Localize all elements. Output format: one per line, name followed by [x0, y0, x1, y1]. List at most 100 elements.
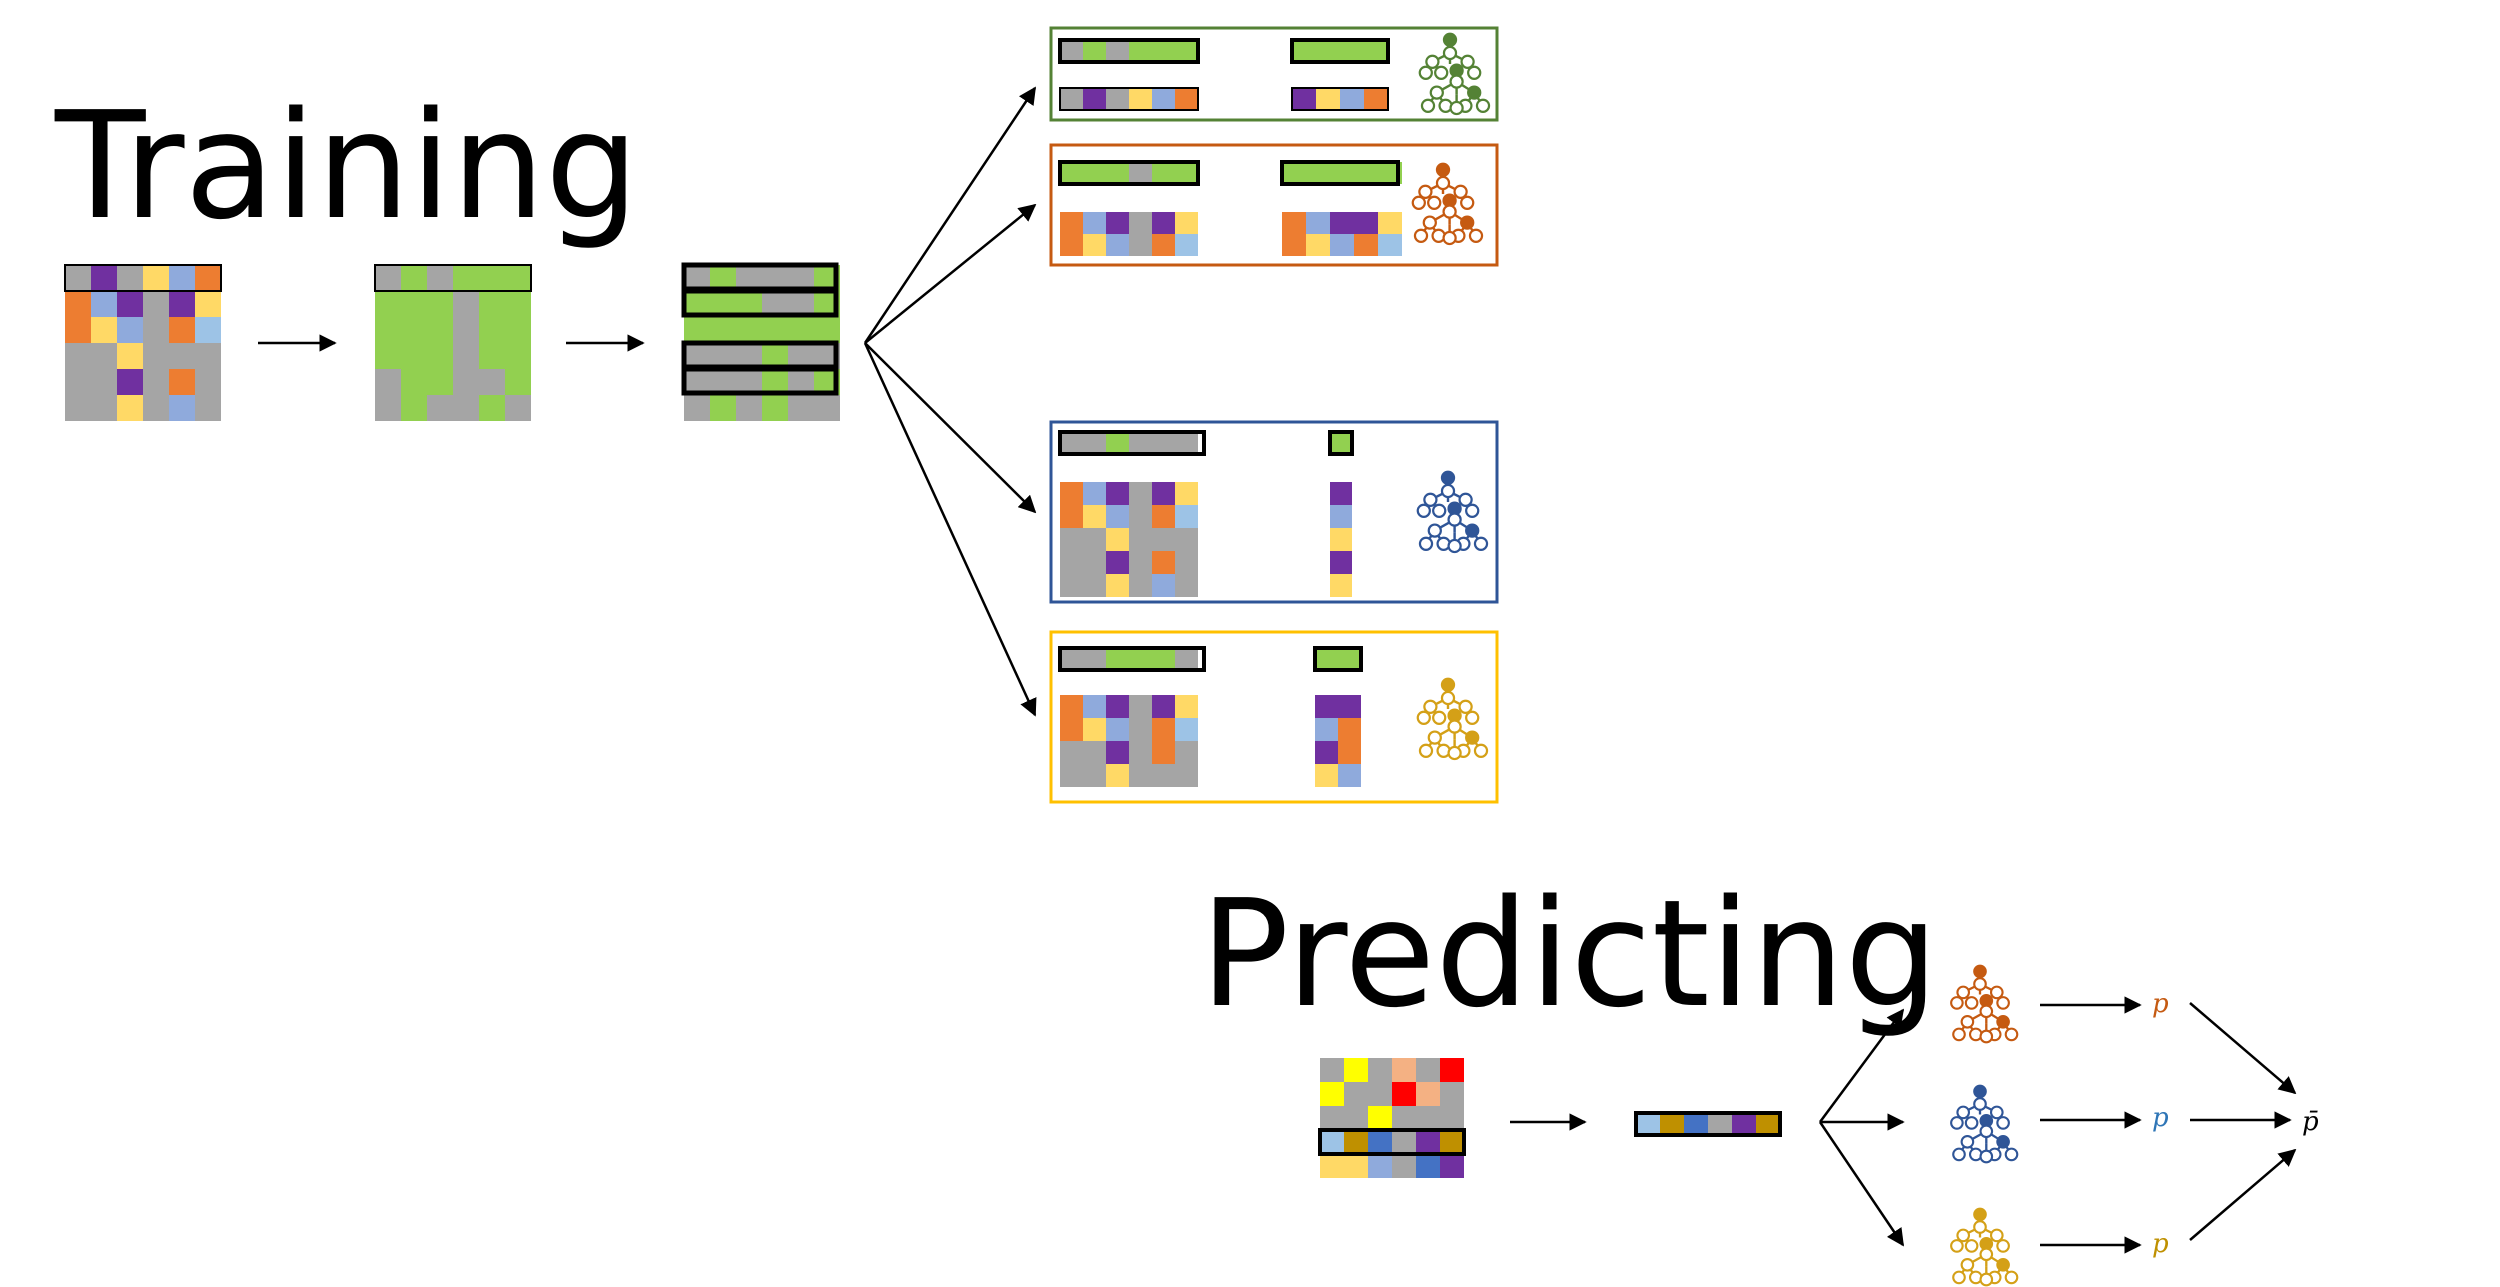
grid-cell	[1083, 528, 1106, 551]
grid-cell	[1060, 234, 1083, 256]
grid-cell	[762, 395, 788, 421]
grid-cell	[1368, 1106, 1392, 1130]
grid-cell	[1129, 695, 1152, 718]
grid-cell	[1636, 1113, 1660, 1135]
grid-cell	[1152, 162, 1175, 184]
grid-cell	[1292, 88, 1316, 110]
tree-node	[1425, 54, 1440, 69]
grid-cell	[1330, 551, 1352, 574]
grid-cell	[684, 317, 710, 343]
tree-node	[1973, 1084, 1987, 1099]
grid-cell	[788, 395, 814, 421]
grid-cell	[505, 369, 531, 395]
grid-cell	[1152, 695, 1175, 718]
tree-node	[1440, 677, 1456, 692]
subset-box-amber	[1049, 630, 1499, 804]
grid-cell	[1344, 1082, 1368, 1106]
grid-cell	[1129, 432, 1152, 454]
arrow-icon	[864, 203, 1037, 344]
grid-cell	[1060, 162, 1083, 184]
tree-icon	[1950, 1207, 2019, 1287]
grid-cell	[1330, 234, 1354, 256]
grid-cell	[1060, 528, 1083, 551]
arrow-icon	[863, 86, 1037, 344]
bootstrap-mask	[375, 265, 531, 421]
grid-cell	[1106, 162, 1129, 184]
target-frame	[1058, 646, 1206, 672]
tree-node	[1996, 1134, 2010, 1149]
grid-cell	[1083, 212, 1106, 234]
subset-features	[1060, 695, 1198, 787]
grid-cell	[1129, 212, 1152, 234]
grid-cell	[401, 291, 427, 317]
grid-cell	[65, 265, 91, 291]
grid-cell	[1320, 1058, 1344, 1082]
grid-cell	[1175, 574, 1198, 597]
tree-node	[1973, 1097, 1987, 1111]
grid-cell	[453, 291, 479, 317]
grid-cell	[1060, 574, 1083, 597]
sample-frame	[681, 366, 839, 396]
arrow-icon	[864, 342, 1037, 514]
grid-cell	[1340, 40, 1364, 62]
grid-cell	[1106, 234, 1129, 256]
grid-cell	[1315, 718, 1338, 741]
predicting-title: Predicting	[1200, 868, 1939, 1040]
tree-node	[1435, 162, 1451, 177]
grid-cell	[1060, 40, 1083, 62]
grid-cell	[1392, 1154, 1416, 1178]
tree-node	[1442, 204, 1457, 219]
tree-node	[1447, 538, 1462, 554]
grid-cell	[401, 369, 427, 395]
subset-target	[1282, 162, 1402, 184]
tree-node	[1416, 503, 1431, 518]
grid-cell	[1354, 212, 1378, 234]
grid-cell	[479, 265, 505, 291]
tree-node	[1979, 1149, 1994, 1164]
grid-cell	[1364, 88, 1388, 110]
grid-cell	[684, 395, 710, 421]
grid-cell	[1338, 648, 1361, 670]
grid-cell	[1106, 88, 1129, 110]
grid-cell	[143, 265, 169, 291]
tree-node	[1960, 1014, 1975, 1029]
grid-cell	[1330, 505, 1352, 528]
grid-cell	[427, 265, 453, 291]
grid-cell	[1440, 1082, 1464, 1106]
tree-node	[1427, 523, 1442, 538]
grid-cell	[1106, 40, 1129, 62]
arrow-icon	[1818, 1121, 1905, 1247]
grid-cell	[117, 291, 143, 317]
grid-cell	[1306, 162, 1330, 184]
grid-cell	[401, 343, 427, 369]
grid-cell	[1129, 574, 1152, 597]
tree-node	[1950, 996, 1964, 1010]
grid-cell	[375, 317, 401, 343]
grid-cell	[1660, 1113, 1684, 1135]
grid-cell	[1315, 648, 1338, 670]
subset-features	[1060, 88, 1198, 110]
grid-cell	[1083, 551, 1106, 574]
tree-node	[1442, 32, 1458, 47]
tree-node	[1440, 483, 1456, 499]
grid-cell	[736, 395, 762, 421]
grid-cell	[169, 369, 195, 395]
grid-cell	[91, 369, 117, 395]
grid-cell	[505, 343, 531, 369]
grid-cell	[1330, 574, 1352, 597]
tree-node	[1979, 1247, 1994, 1262]
grid-cell	[1129, 648, 1152, 670]
tree-node	[1973, 977, 1987, 991]
grid-cell	[788, 317, 814, 343]
grid-cell	[1106, 764, 1129, 787]
tree-node	[1465, 503, 1480, 518]
grid-cell	[1129, 764, 1152, 787]
grid-cell	[1152, 528, 1175, 551]
grid-cell	[762, 317, 788, 343]
tree-node	[1952, 1027, 1966, 1042]
grid-cell	[143, 317, 169, 343]
grid-cell	[1416, 1130, 1440, 1154]
grid-cell	[117, 369, 143, 395]
tree-node	[1989, 1105, 2004, 1120]
grid-cell	[1344, 1130, 1368, 1154]
